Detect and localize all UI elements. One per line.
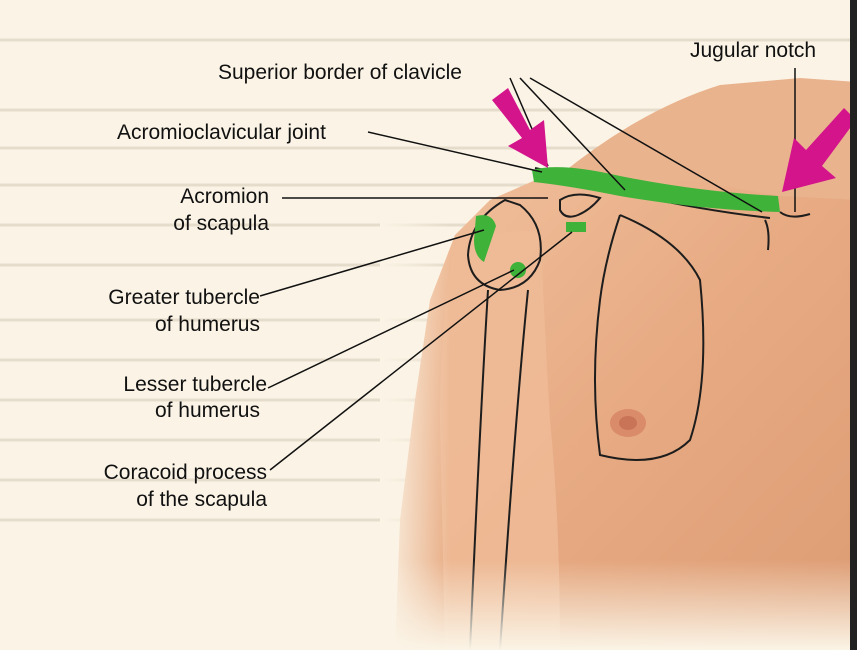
label-acromioclavicular-joint: Acromioclavicular joint — [117, 120, 326, 146]
label-coracoid-process-line2: of the scapula — [136, 487, 267, 513]
label-greater-tubercle-line2: of humerus — [155, 312, 260, 338]
label-coracoid-process-line1: Coracoid process — [104, 460, 267, 486]
label-greater-tubercle-line1: Greater tubercle — [108, 285, 260, 311]
label-acromion-line2: of scapula — [173, 211, 269, 237]
right-edge-bar — [850, 0, 857, 650]
label-acromion-line1: Acromion — [180, 184, 269, 210]
label-jugular-notch: Jugular notch — [690, 38, 816, 64]
label-lesser-tubercle-line1: Lesser tubercle — [123, 372, 267, 398]
label-superior-border-of-clavicle: Superior border of clavicle — [218, 60, 462, 86]
coracoid-highlight — [566, 222, 586, 232]
label-lesser-tubercle-line2: of humerus — [155, 398, 260, 424]
